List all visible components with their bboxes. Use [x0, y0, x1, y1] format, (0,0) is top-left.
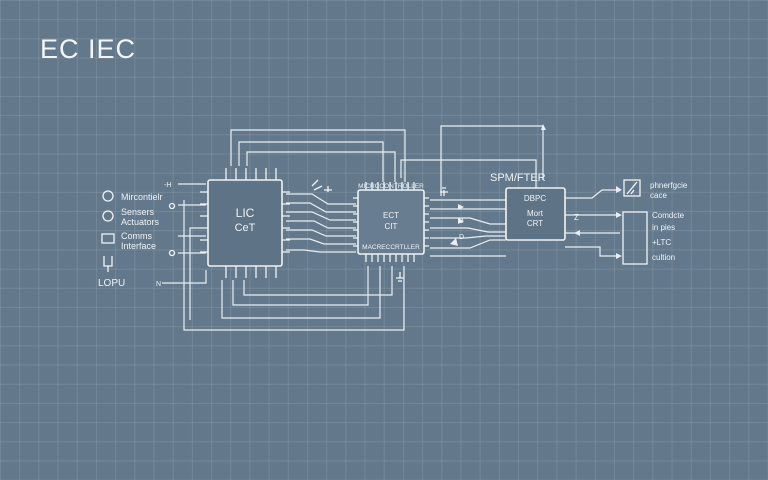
wires [162, 125, 620, 331]
left-label-interface: Interface [121, 241, 156, 251]
arrow-right-icon [458, 204, 464, 210]
arrow-right-icon [458, 218, 464, 224]
right-label-4: in pies [652, 223, 675, 232]
right-label-3: Comdcte [652, 211, 685, 220]
left-label-lopu: LOPU [98, 278, 125, 289]
chip-b-label: ECT [383, 211, 399, 220]
mid-mark-d: D [459, 234, 464, 241]
chip-c-label: DBPC [524, 194, 546, 203]
arrow-right-icon [616, 253, 622, 259]
connector-icon [103, 256, 113, 272]
right-label-1: phnerfgcie [650, 181, 688, 190]
ground-symbol-icon [440, 187, 448, 196]
node-circle-icon [102, 210, 114, 222]
left-mark-n: N [156, 281, 161, 288]
arrow-up-icon [541, 124, 546, 130]
ground-symbol-icon [324, 186, 332, 192]
chip-c-sublabel-2: CRT [527, 219, 543, 228]
cap-symbol-icon [311, 179, 323, 191]
left-label-sensors: Sensers [121, 207, 155, 217]
right-label-6: cultion [652, 253, 675, 262]
terminal-icon [168, 202, 176, 210]
chip-c: DBPC Mort CRT [505, 187, 566, 241]
left-label-microcontroller: Mircontielr [121, 192, 163, 202]
left-label-comms: Comms [121, 231, 152, 241]
diagram-title: EC IEC [40, 34, 137, 64]
arrow-left-icon [574, 230, 580, 236]
output-icon-box [623, 179, 641, 197]
arrow-right-icon [616, 186, 622, 193]
spm-label: SPM/FTER [490, 172, 546, 184]
chip-a-label: LIC [236, 206, 255, 220]
chip-b-bottom-label: MACRECCRTLLER [362, 244, 420, 251]
output-module-box [622, 211, 648, 265]
arrow-heads [450, 124, 622, 259]
mark-z: Z [574, 213, 579, 222]
right-label-2: cace [650, 191, 667, 200]
arrow-right-icon [616, 212, 622, 218]
chip-a: LIC CeT [200, 168, 290, 278]
right-label-5: +LTC [652, 238, 671, 247]
chip-c-sublabel: Mort [527, 209, 544, 218]
mid-mark-b: B [459, 218, 464, 225]
terminal-icon [168, 249, 176, 257]
ground-symbol-icon [396, 272, 404, 282]
arrow-icon [450, 238, 458, 246]
chip-b-sublabel: CIT [385, 222, 398, 231]
node-circle-icon [102, 190, 114, 202]
chip-a-sublabel: CeT [235, 222, 256, 234]
chip-b: MICRCCONTROLLER ECT CIT MACRECCRTLLER [353, 182, 429, 262]
left-label-actuators: Actuators [121, 217, 160, 227]
port-box-icon [101, 233, 115, 244]
component-symbols [101, 179, 531, 282]
left-mark-h: -H [164, 182, 171, 189]
output-block [622, 179, 648, 265]
probe-icon [626, 181, 638, 195]
chip-b-top-label: MICRCCONTROLLER [358, 183, 424, 190]
